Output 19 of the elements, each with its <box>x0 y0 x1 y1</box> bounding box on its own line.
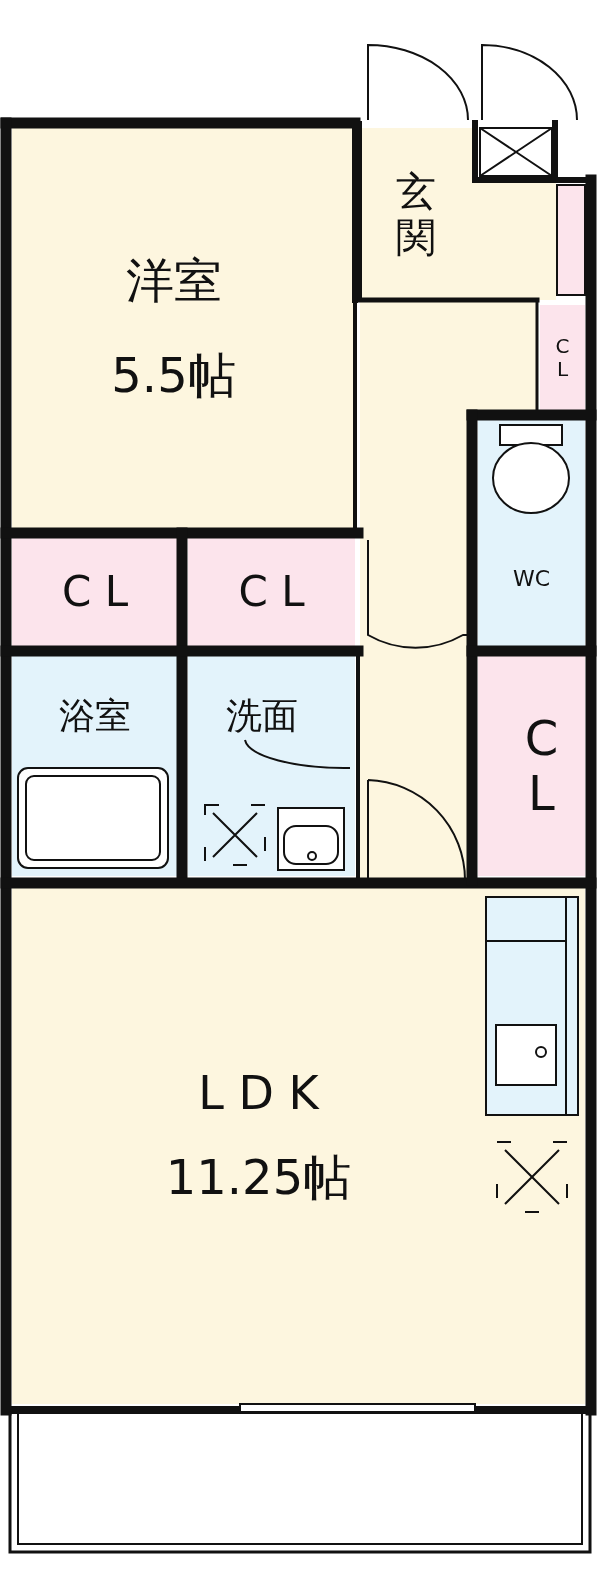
closet-area <box>188 538 355 646</box>
room-area <box>360 128 472 300</box>
closet-area <box>540 305 585 410</box>
closet-area <box>12 538 178 646</box>
room-label: 洋室 <box>125 252 222 308</box>
room-label: C L <box>61 567 129 617</box>
room-label: C L <box>523 710 560 822</box>
room-area <box>12 888 585 1404</box>
room-label: C L <box>554 334 571 381</box>
room-label: C L <box>238 567 305 617</box>
room-label: 5.5帖 <box>111 348 236 404</box>
room-area <box>12 128 355 528</box>
room-label: 浴室 <box>59 695 131 737</box>
room-label: L D K <box>198 1066 319 1120</box>
closet-area <box>478 656 585 876</box>
room-label: 玄関 <box>395 168 437 260</box>
room-label: 11.25帖 <box>165 1149 352 1206</box>
room-label: WC <box>512 566 551 592</box>
room-label: 洗面 <box>225 695 298 737</box>
